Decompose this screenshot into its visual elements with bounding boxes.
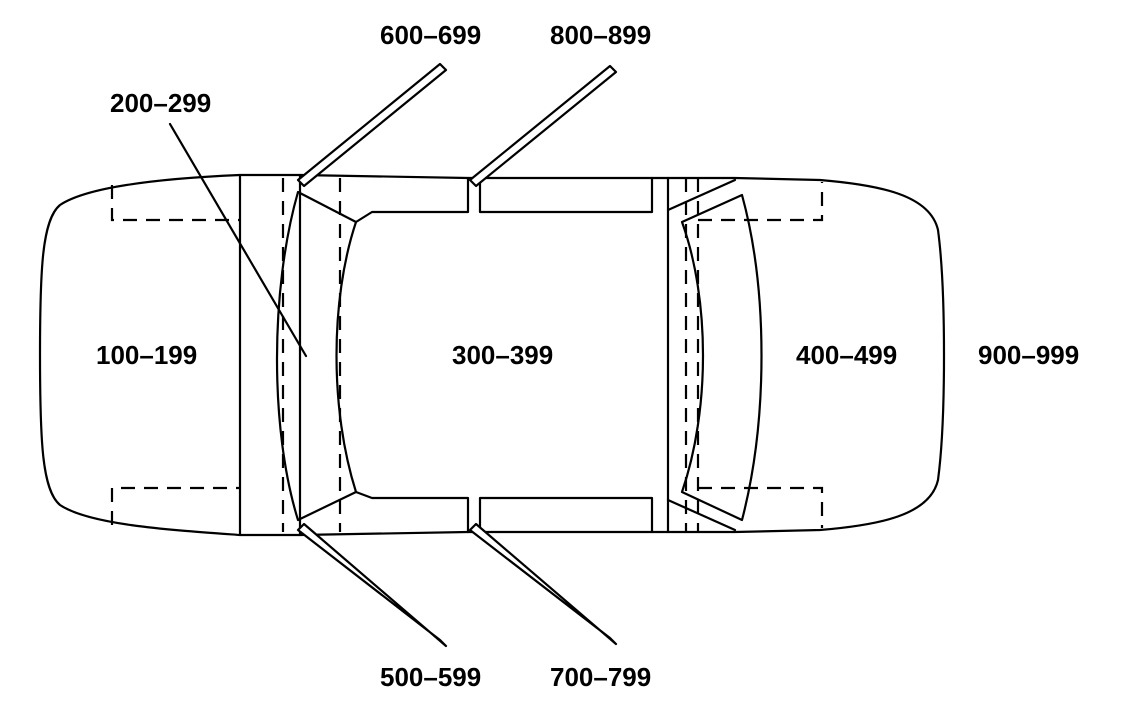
left-rear-door [468,522,618,646]
front-compartment-top [110,185,240,222]
rear-pillar-top [666,178,737,212]
rear-compartment-bottom [698,486,824,528]
zone-label-front: 100–199 [96,340,198,370]
right-rear-door [468,64,618,188]
rear-pillar-bottom [666,498,737,532]
zone-label-right-front-door: 600–699 [380,20,482,50]
zone-label-rear: 400–499 [796,340,898,370]
front-compartment-bottom [110,486,240,525]
zone-label-exterior-roof: 900–999 [978,340,1080,370]
roof-lower-edge-rear [478,496,654,534]
roof-lower-edge [354,490,470,534]
car-body-outline [38,173,946,537]
zone-label-passenger-compartment: 300–399 [452,340,554,370]
roof-upper-edge [354,176,470,224]
right-front-door [296,62,448,188]
zone-label-right-rear-door: 800–899 [550,20,652,50]
zone-label-front-glass: 200–299 [110,88,212,118]
windshield-outline [275,190,358,522]
left-front-door [296,522,448,648]
rear-compartment-top [698,182,824,222]
zone-label-left-front-door: 500–599 [380,662,482,692]
zone-label-left-rear-door: 700–799 [550,662,652,692]
roof-upper-edge-rear [478,176,654,214]
front-glass-leader-line [168,122,308,358]
rear-window-outline [680,193,763,522]
